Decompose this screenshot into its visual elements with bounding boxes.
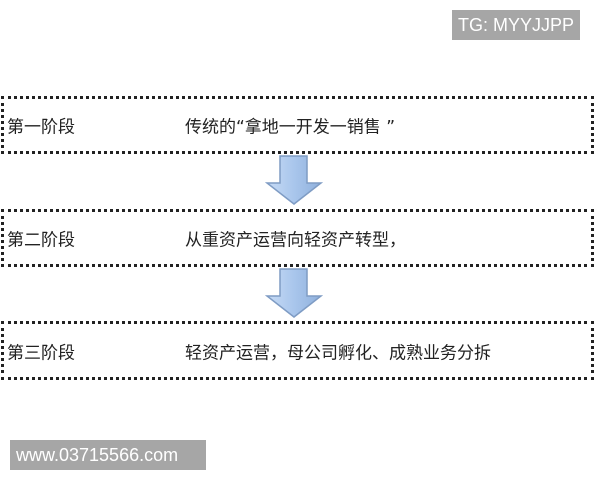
stage-label: 第二阶段 — [7, 230, 75, 251]
stage-label: 第三阶段 — [7, 343, 75, 363]
down-arrow-icon — [265, 155, 323, 205]
stage-box-3: 第三阶段 轻资产运营，母公司孵化、成熟业务分拆 — [1, 321, 594, 380]
watermark-bottom: www.03715566.com — [10, 440, 206, 470]
stage-box-2: 第二阶段 从重资产运营向轻资产转型， — [1, 209, 594, 267]
stage-description: 传统的“拿地一开发一销售 ” — [185, 117, 396, 138]
stage-box-1: 第一阶段 传统的“拿地一开发一销售 ” — [1, 96, 594, 154]
stage-description: 从重资产运营向轻资产转型， — [185, 230, 406, 251]
stage-description: 轻资产运营，母公司孵化、成熟业务分拆 — [185, 343, 491, 363]
watermark-top: TG: MYYJJPP — [452, 10, 580, 40]
down-arrow-icon — [265, 268, 323, 318]
stage-label: 第一阶段 — [7, 117, 75, 138]
